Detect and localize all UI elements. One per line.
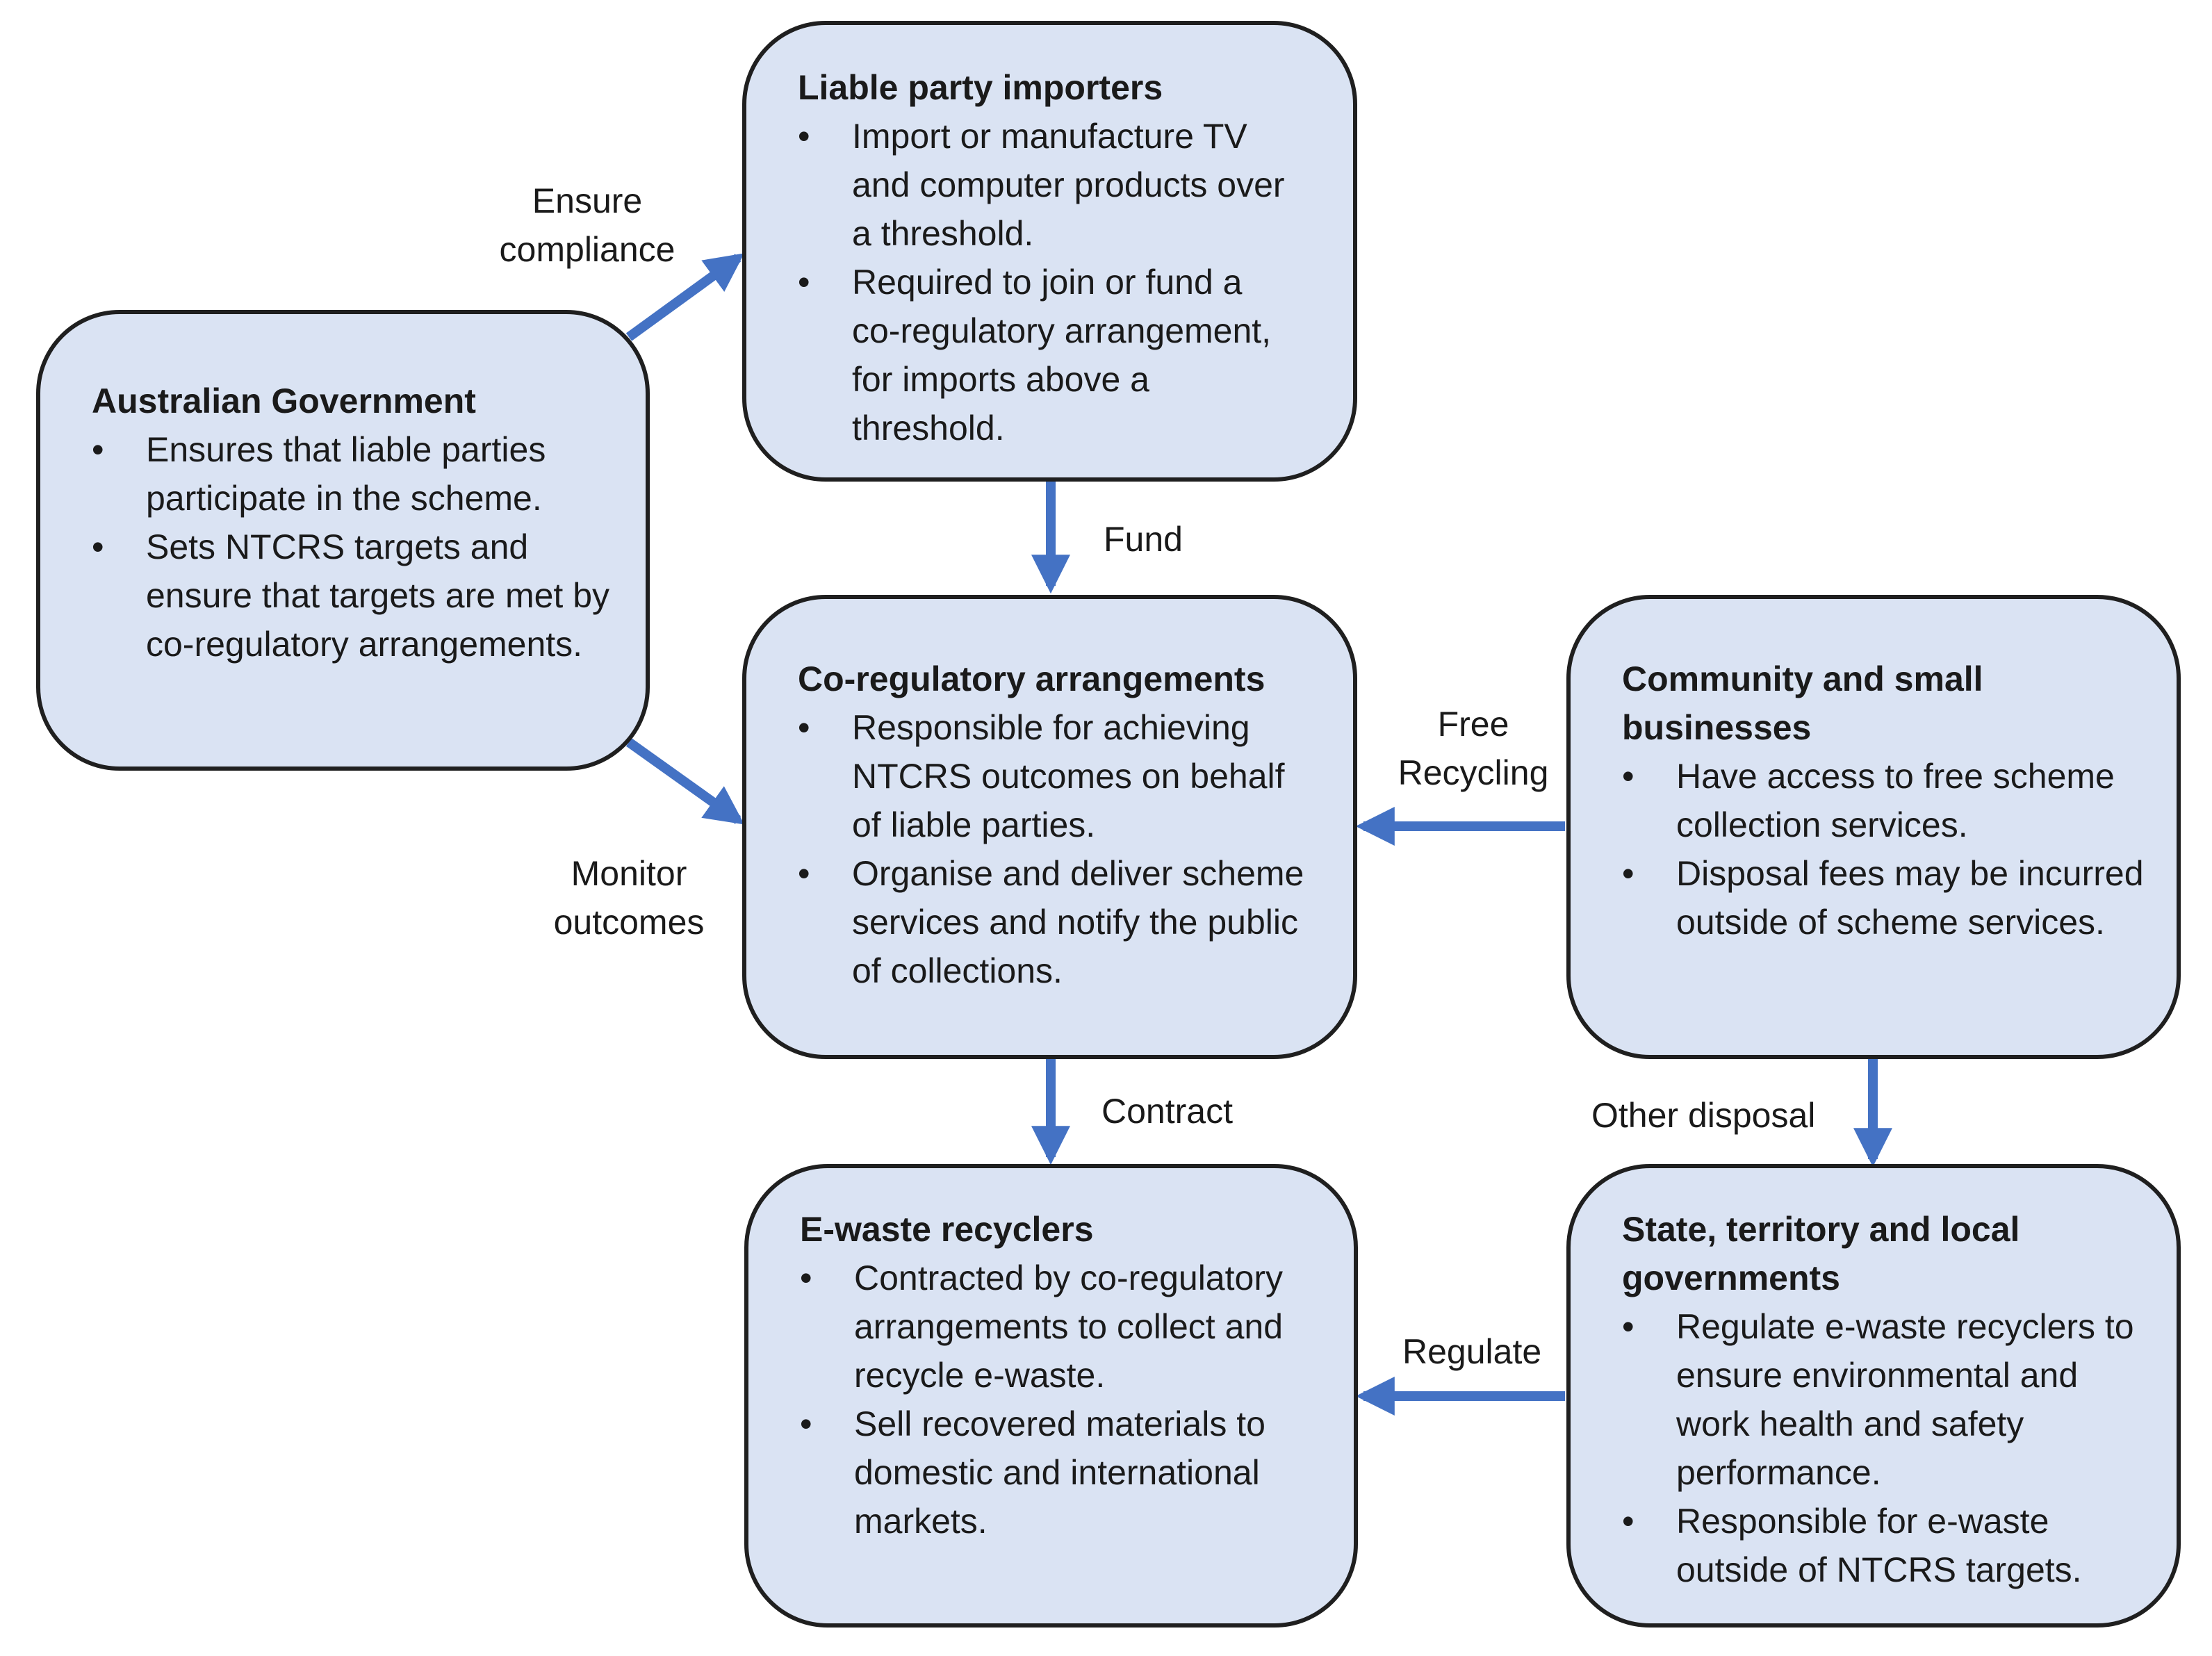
- node-title: Co-regulatory arrangements: [798, 659, 1265, 698]
- node-bullet: Sets NTCRS targets and ensure that targe…: [92, 523, 634, 669]
- edge-label-line: Ensure: [532, 181, 643, 220]
- edge-label-line: Free: [1437, 705, 1509, 744]
- node-bullet: Responsible for achieving NTCRS outcomes…: [798, 703, 1312, 849]
- edge-label-ensure-compliance: Ensure compliance: [486, 177, 688, 274]
- node-australian-government: Australian Government Ensures that liabl…: [36, 310, 650, 771]
- node-bullet-list: Ensures that liable parties participate …: [92, 425, 634, 669]
- node-bullet: Have access to free scheme collection se…: [1622, 752, 2150, 849]
- node-state-territory-local-governments: State, territory and local governments R…: [1566, 1164, 2181, 1628]
- node-bullet: Sell recovered materials to domestic and…: [800, 1400, 1286, 1546]
- edge-label-line: outcomes: [553, 903, 705, 942]
- edge-label-monitor-outcomes: Monitor outcomes: [528, 849, 730, 946]
- edge-label-contract: Contract: [1101, 1092, 1233, 1131]
- node-bullet: Responsible for e-waste outside of NTCRS…: [1622, 1497, 2136, 1594]
- node-co-regulatory-arrangements: Co-regulatory arrangements Responsible f…: [742, 595, 1357, 1059]
- node-bullet-list: Have access to free scheme collection se…: [1622, 752, 2150, 946]
- edge-label-other-disposal: Other disposal: [1591, 1096, 1816, 1135]
- node-bullet: Required to join or fund a co-regulatory…: [798, 258, 1298, 452]
- node-title: Community and small businesses: [1622, 655, 1983, 752]
- node-title: E-waste recyclers: [800, 1210, 1094, 1249]
- node-bullet-list: Regulate e-waste recyclers to ensure env…: [1622, 1302, 2136, 1594]
- node-bullet: Organise and deliver scheme services and…: [798, 849, 1312, 995]
- node-bullet-list: Responsible for achieving NTCRS outcomes…: [798, 703, 1312, 995]
- node-bullet: Ensures that liable parties participate …: [92, 425, 634, 523]
- edge-label-regulate: Regulate: [1402, 1332, 1542, 1371]
- node-bullet: Contracted by co-regulatory arrangements…: [800, 1254, 1286, 1400]
- node-e-waste-recyclers: E-waste recyclers Contracted by co-regul…: [744, 1164, 1358, 1628]
- edge-label-line: Recycling: [1398, 753, 1549, 792]
- edge-label-line: compliance: [499, 230, 675, 269]
- node-bullet: Regulate e-waste recyclers to ensure env…: [1622, 1302, 2136, 1497]
- node-liable-party-importers: Liable party importers Import or manufac…: [742, 21, 1357, 482]
- node-title: Australian Government: [92, 382, 476, 420]
- node-title-line: governments: [1622, 1259, 1840, 1297]
- node-title: State, territory and local governments: [1622, 1205, 2020, 1302]
- node-title-line: State, territory and local: [1622, 1210, 2020, 1249]
- node-bullet-list: Contracted by co-regulatory arrangements…: [800, 1254, 1286, 1546]
- edge-label-line: Monitor: [571, 854, 687, 893]
- node-bullet: Disposal fees may be incurred outside of…: [1622, 849, 2150, 946]
- edge-label-fund: Fund: [1104, 520, 1183, 559]
- arrow-monitor-outcomes: [625, 738, 745, 825]
- node-title-line: Community and small: [1622, 659, 1983, 698]
- edge-label-free-recycling: Free Recycling: [1379, 700, 1567, 797]
- node-bullet-list: Import or manufacture TV and computer pr…: [798, 112, 1298, 452]
- node-title: Liable party importers: [798, 68, 1163, 107]
- node-community-small-businesses: Community and small businesses Have acce…: [1566, 595, 2181, 1059]
- node-title-line: businesses: [1622, 708, 1812, 747]
- node-bullet: Import or manufacture TV and computer pr…: [798, 112, 1298, 258]
- arrow-ensure-compliance: [625, 253, 745, 341]
